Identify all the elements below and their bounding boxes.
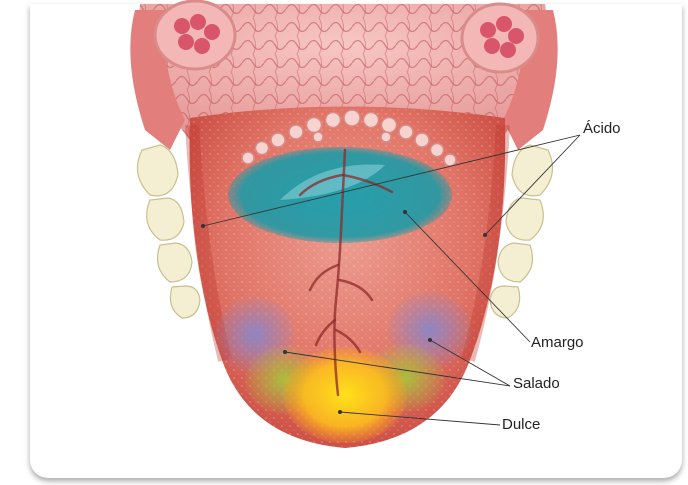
label-salado: Salado (513, 375, 560, 392)
left-tonsil (155, 1, 235, 69)
label-acido: Ácido (583, 120, 621, 137)
label-dulce: Dulce (502, 416, 540, 433)
label-amargo: Amargo (531, 334, 584, 351)
right-tonsil (462, 4, 538, 72)
